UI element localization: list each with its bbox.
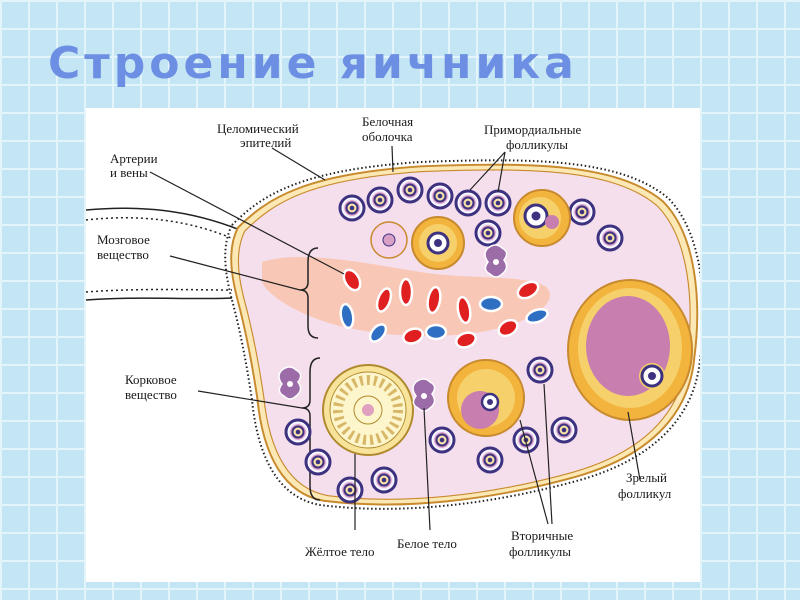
corpus-luteum (322, 364, 414, 456)
leader-lines (149, 145, 641, 531)
label-arteries-veins-1: Артерии (110, 151, 158, 166)
label-corpus-albicans: Белое тело (397, 536, 457, 551)
label-tunica-albuginea-1: Белочная (362, 114, 413, 129)
label-cortex-1: Корковое (125, 372, 177, 387)
label-corpus-luteum: Жёлтое тело (305, 544, 375, 559)
label-arteries-veins-2: и вены (110, 165, 148, 180)
label-tunica-albuginea-2: оболочка (362, 129, 413, 144)
corpus-albicans (412, 378, 436, 412)
corpus-albicans-2 (484, 244, 508, 278)
mature-follicle (567, 279, 693, 421)
label-coelomic-epithelium-1: Целомический (217, 121, 299, 136)
label-medulla-1: Мозговое (97, 232, 150, 247)
label-cortex-2: вещество (125, 387, 177, 402)
growing-follicle-1 (411, 216, 465, 270)
diagram-panel: Целомический эпителий Белочная оболочка … (85, 108, 705, 582)
page-title: Строение яичника (48, 38, 578, 89)
coelomic-epithelium-layer (224, 159, 705, 510)
label-secondary-follicles-1: Вторичные (511, 528, 573, 543)
corpus-albicans-3 (278, 366, 302, 400)
developing-follicle (370, 221, 408, 259)
label-coelomic-epithelium-2: эпителий (240, 135, 291, 150)
vessels (339, 268, 549, 349)
secondary-follicle-1 (447, 359, 525, 437)
label-primordial-follicles-1: Примордиальные (484, 122, 581, 137)
growing-follicle-2 (513, 189, 571, 247)
ovary-diagram: Целомический эпителий Белочная оболочка … (85, 114, 705, 559)
label-mature-follicle-1: Зрелый (626, 470, 667, 485)
label-mature-follicle-2: фолликул (618, 486, 672, 501)
label-secondary-follicles-2: фолликулы (509, 544, 571, 559)
label-medulla-2: вещество (97, 247, 149, 262)
hilum-vessels (85, 207, 241, 301)
label-primordial-follicles-2: фолликулы (506, 137, 568, 152)
